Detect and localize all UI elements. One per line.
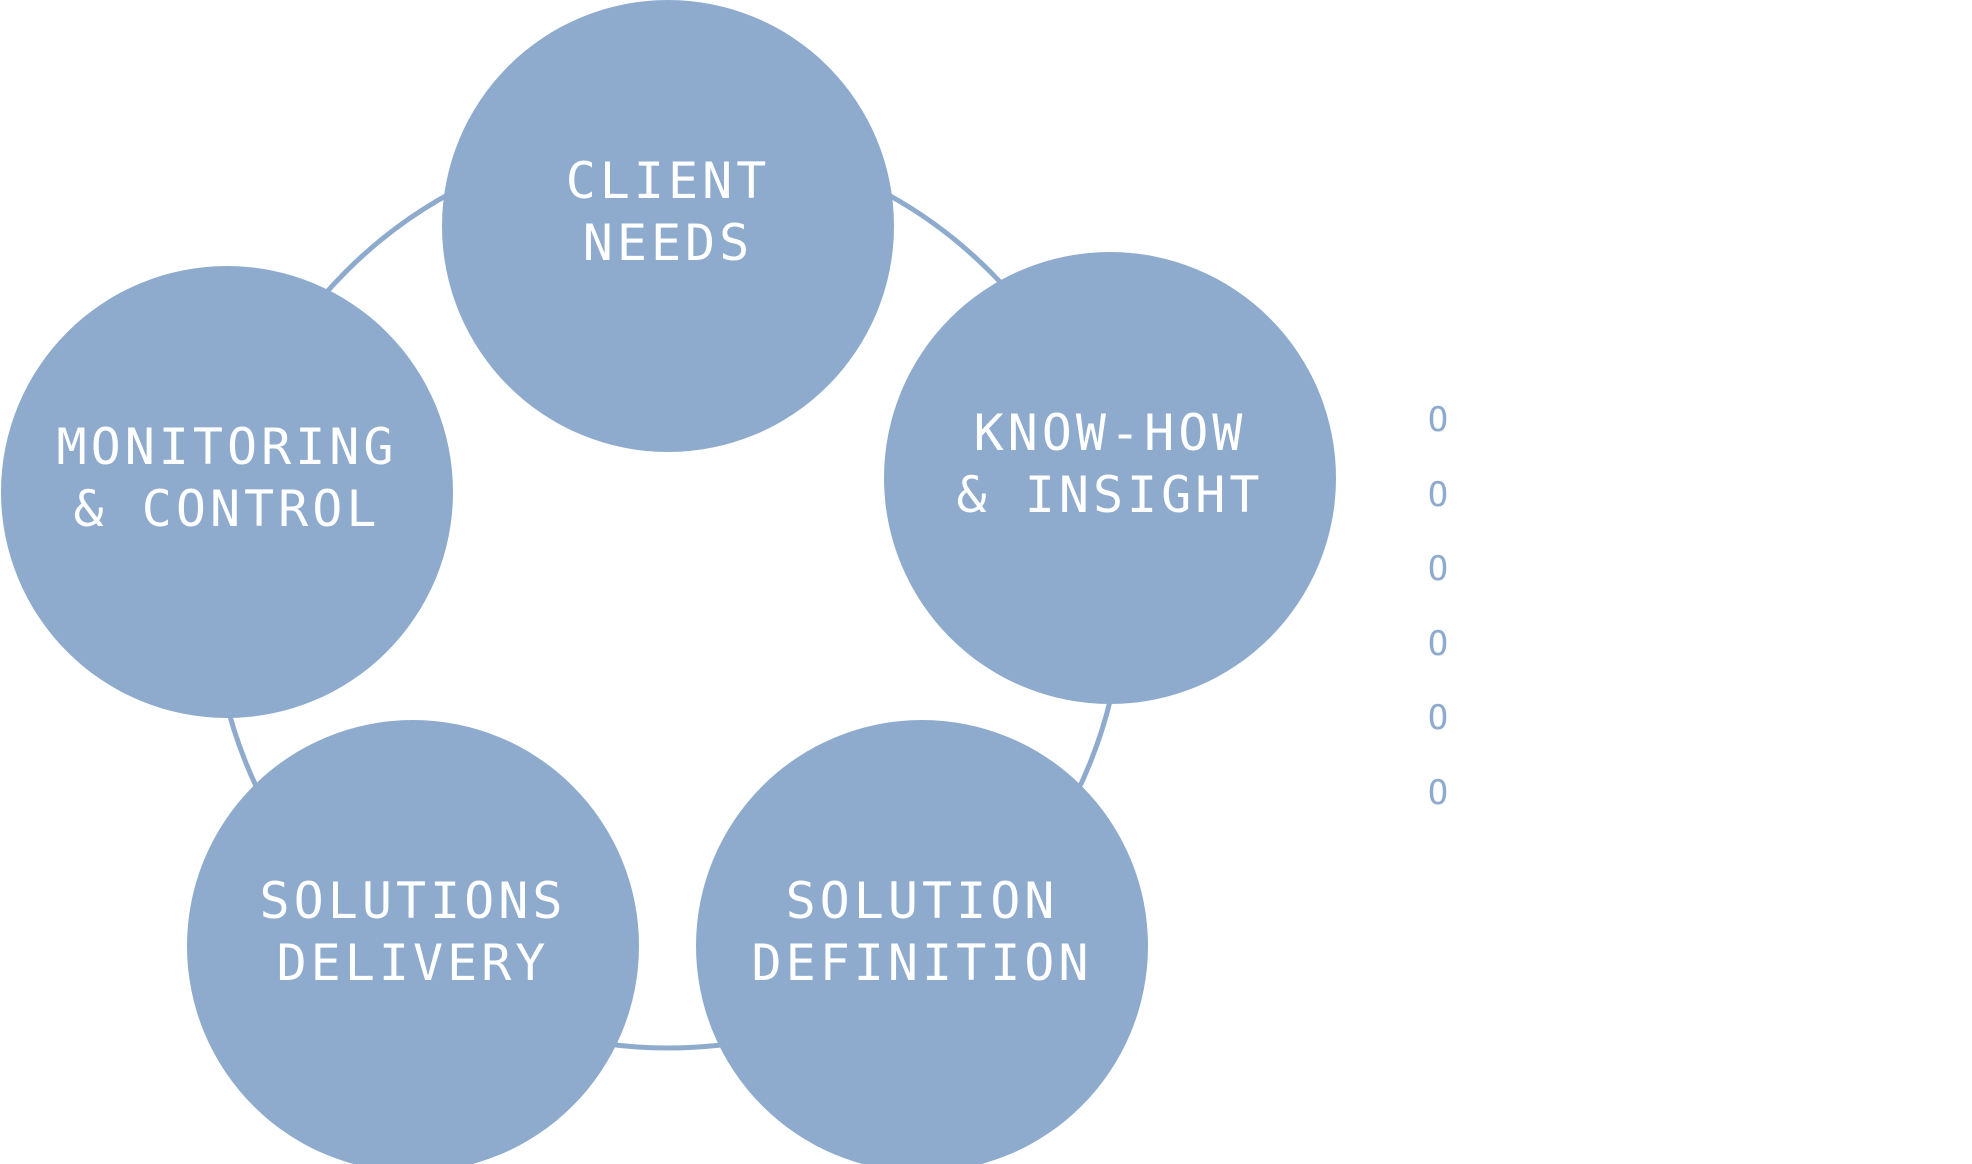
node-solutions-delivery-circle — [187, 720, 639, 1164]
side-marker-4: O — [1428, 624, 1448, 664]
node-solution-definition-line-2: DEFINITION — [751, 934, 1092, 992]
side-marker-3: O — [1428, 549, 1448, 589]
side-marker-2: O — [1428, 475, 1448, 515]
node-know-how-insight-line-2: & INSIGHT — [957, 466, 1264, 524]
side-marker-6: O — [1428, 773, 1448, 813]
node-monitoring-control-line-1: MONITORING — [56, 418, 397, 476]
node-client-needs-line-2: NEEDS — [583, 214, 754, 272]
side-marker-1: O — [1428, 400, 1448, 440]
node-solution-definition: SOLUTION DEFINITION — [696, 720, 1148, 1164]
node-solutions-delivery: SOLUTIONS DELIVERY — [187, 720, 639, 1164]
node-client-needs-circle — [442, 0, 894, 452]
node-solution-definition-circle — [696, 720, 1148, 1164]
node-know-how-insight-circle — [884, 252, 1336, 704]
node-client-needs-line-1: CLIENT — [566, 152, 771, 210]
node-solution-definition-line-1: SOLUTION — [786, 872, 1059, 930]
node-monitoring-control-line-2: & CONTROL — [74, 480, 381, 538]
node-know-how-insight-line-1: KNOW-HOW — [974, 404, 1247, 462]
node-monitoring-control: MONITORING & CONTROL — [1, 266, 453, 718]
side-marker-5: O — [1428, 698, 1448, 738]
node-monitoring-control-circle — [1, 266, 453, 718]
node-know-how-insight: KNOW-HOW & INSIGHT — [884, 252, 1336, 704]
node-solutions-delivery-line-1: SOLUTIONS — [260, 872, 567, 930]
node-solutions-delivery-line-2: DELIVERY — [277, 934, 550, 992]
node-client-needs: CLIENT NEEDS — [442, 0, 894, 452]
side-marker-column: O O O O O O — [1428, 400, 1448, 813]
